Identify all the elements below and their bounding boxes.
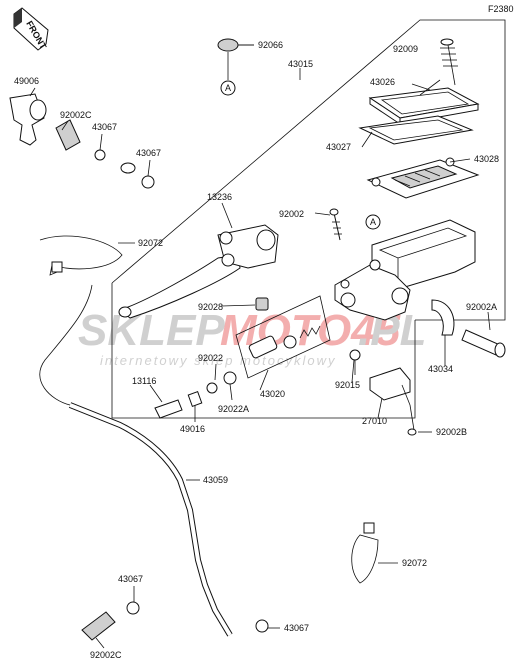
- label-13116: 13116: [132, 376, 156, 386]
- piston-kit-frame: [235, 295, 331, 379]
- part-labels: 92066 43015 92009 49006 92002C 43067 430…: [14, 40, 499, 660]
- nut-92015: [349, 349, 361, 361]
- label-92009: 92009: [393, 44, 418, 54]
- label-92002c: 92002C: [60, 110, 92, 120]
- label-92072-a: 92072: [138, 238, 163, 248]
- watermark-text-1: SKLEP: [78, 306, 225, 355]
- label-92022: 92022: [198, 353, 223, 363]
- fitting-92002c-bottom: [81, 611, 116, 641]
- washer-92022: [206, 382, 218, 394]
- washer-43067-d: [255, 619, 269, 633]
- label-43020: 43020: [260, 389, 285, 399]
- label-92022a: 92022A: [218, 404, 249, 414]
- label-92015: 92015: [335, 380, 360, 390]
- label-92028: 92028: [198, 302, 223, 312]
- label-92002: 92002: [279, 209, 304, 219]
- label-92002a: 92002A: [466, 302, 497, 312]
- label-92066: 92066: [258, 40, 283, 50]
- brake-lever-13236: [118, 224, 279, 319]
- label-43067-b: 43067: [136, 148, 161, 158]
- label-43027: 43027: [326, 142, 351, 152]
- washer-43067-c: [126, 601, 140, 615]
- group-frame: [111, 283, 416, 419]
- label-43059: 43059: [203, 475, 228, 485]
- watermark-subtitle: internetowy sklep motocyklowy: [100, 353, 336, 368]
- cap-92066: [217, 38, 239, 52]
- label-43026: 43026: [370, 77, 395, 87]
- bushing-49016: [187, 391, 203, 407]
- fitting-92002c: [55, 119, 81, 151]
- label-43067-d: 43067: [284, 623, 309, 633]
- bolt-92002a: [461, 329, 501, 356]
- callout-a-circle: [220, 80, 236, 96]
- diagram-code: F2380: [488, 4, 514, 14]
- callout-a-label-2: A: [370, 217, 376, 227]
- pin-13116: [154, 399, 183, 419]
- bolt-92002: [333, 212, 341, 241]
- label-92002b: 92002B: [436, 427, 467, 437]
- master-cylinder-body: [334, 219, 476, 321]
- band-92072-a: [51, 261, 63, 273]
- label-43028: 43028: [474, 154, 499, 164]
- switch-27010: [369, 367, 411, 401]
- label-92002c-bottom: 92002C: [90, 650, 122, 660]
- front-arrow-icon: FRONT: [13, 7, 49, 51]
- label-49016: 49016: [180, 424, 205, 434]
- label-43067-a: 43067: [92, 122, 117, 132]
- washer-92022a: [223, 371, 237, 385]
- washer-43067-b: [141, 175, 155, 189]
- screw-92009: [440, 38, 454, 46]
- clamp-43034: [431, 299, 455, 336]
- washer-43067-a: [94, 149, 106, 161]
- band-92072-b: [351, 534, 379, 584]
- label-13236: 13236: [207, 192, 232, 202]
- label-92072-b: 92072: [402, 558, 427, 568]
- callout-a-label: A: [225, 83, 231, 93]
- label-43015: 43015: [288, 59, 313, 69]
- label-27010: 27010: [362, 416, 387, 426]
- label-43034: 43034: [428, 364, 453, 374]
- bushing-92028: [255, 297, 269, 311]
- label-49006: 49006: [14, 76, 39, 86]
- plate-43027: [358, 115, 474, 145]
- brake-hose-lower: [68, 402, 233, 637]
- label-43067-c: 43067: [118, 574, 143, 584]
